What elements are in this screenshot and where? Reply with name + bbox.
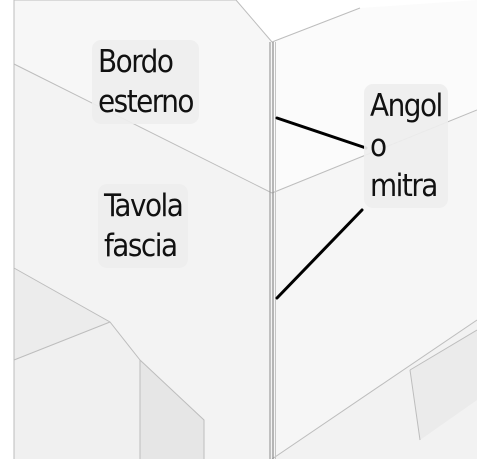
fascia-board-label: Tavola fascia (98, 184, 189, 268)
lower-right-step (410, 330, 477, 440)
pointer-line-lower (275, 208, 364, 300)
lower-left-shadow (140, 360, 204, 459)
pointer-line-upper (275, 116, 368, 150)
mitre-seam (269, 42, 276, 459)
lower-left-block (14, 322, 140, 459)
mitre-joint-label: Angol o mitra (364, 84, 448, 208)
outer-edge-label: Bordo esterno (92, 40, 199, 124)
lower-left-recess (14, 268, 110, 360)
